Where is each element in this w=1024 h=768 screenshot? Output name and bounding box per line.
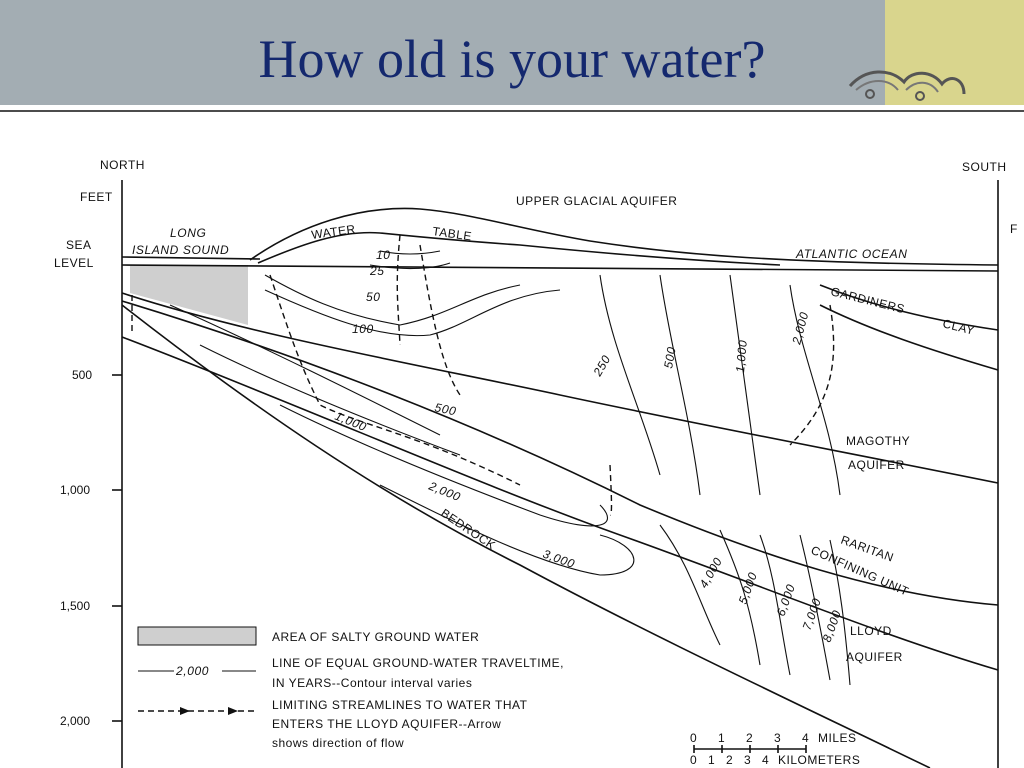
legend-stream-text-1: LIMITING STREAMLINES TO WATER THAT [272,698,528,712]
magothy-top [121,292,999,484]
sea-level-line [121,264,999,272]
svg-text:1: 1 [718,731,725,745]
water-table [257,231,781,266]
south-label: SOUTH [962,160,1007,174]
depth-tick-500: 500 [72,368,92,382]
land-surface [249,207,999,266]
gardiners-label: GARDINERS [829,284,906,316]
bedrock-label: BEDROCK [438,506,498,553]
decorative-scroll-icon [848,70,966,101]
svg-text:MILES: MILES [818,731,857,745]
contour-label: 250 [590,353,614,380]
slide-title: How old is your water? [258,29,766,89]
contour-label: 25 [369,264,385,278]
legend-line-text-2: IN YEARS--Contour interval varies [272,676,472,690]
level-label: LEVEL [54,256,94,270]
atlantic-label: ATLANTIC OCEAN [795,247,908,261]
depth-tick-2000: 2,000 [60,714,90,728]
svg-text:4: 4 [762,753,769,767]
bedrock-surface [121,304,931,768]
long-label: LONG [170,226,206,240]
contour-label: 50 [366,290,381,304]
svg-text:4: 4 [802,731,809,745]
legend-salty-swatch [137,626,257,646]
svg-text:KILOMETERS: KILOMETERS [778,753,860,767]
groundwater-age-diagram: NORTH SOUTH FEET SEA LEVEL F 500 1,000 1… [0,105,1024,768]
contour-label: 8,000 [820,608,844,644]
contour-label: 5,000 [736,570,760,606]
north-label: NORTH [100,158,145,172]
contour-label: 3,000 [541,547,577,571]
lloyd-label: LLOYD [850,624,892,638]
table-label: TABLE [432,224,473,243]
contour-label: 2,000 [426,478,463,504]
svg-text:0: 0 [690,753,697,767]
salty-water-area [130,265,248,325]
magothy-aquifer-label: AQUIFER [848,458,905,472]
svg-text:0: 0 [690,731,697,745]
svg-text:1: 1 [708,753,715,767]
contour-label: 10 [376,248,391,262]
depth-tick-1000: 1,000 [60,483,90,497]
svg-text:3: 3 [774,731,781,745]
contour-label: 100 [352,322,374,336]
water-label: WATER [310,222,356,242]
clay-label: CLAY [941,316,976,337]
legend-stream-text-3: shows direction of flow [272,736,404,750]
upper-glacial-label: UPPER GLACIAL AQUIFER [516,194,677,208]
lloyd-aquifer-label: AQUIFER [846,650,903,664]
svg-text:3: 3 [744,753,751,767]
depth-tick-1500: 1,500 [60,599,90,613]
legend-stream-text-2: ENTERS THE LLOYD AQUIFER--Arrow [272,717,501,731]
feet-label: FEET [80,190,113,204]
svg-text:2: 2 [746,731,753,745]
contour-label: 1,000 [733,339,750,373]
legend-salty-text: AREA OF SALTY GROUND WATER [272,630,479,644]
contour-label: 500 [433,400,457,418]
legend-line-text-1: LINE OF EQUAL GROUND-WATER TRAVELTIME, [272,656,564,670]
island-sound-label: ISLAND SOUND [132,243,229,257]
scale-bar: 0 1 2 3 4 MILES 0 1 2 3 4 KILOMETERS [690,731,860,767]
contour-label: 500 [661,346,679,370]
svg-text:2: 2 [726,753,733,767]
contour-label: 2,000 [789,310,811,346]
edge-f-label: F [1010,222,1018,236]
magothy-label: MAGOTHY [846,434,910,448]
sea-label: SEA [66,238,92,252]
legend-line-sample: 2,000 [175,664,209,678]
raritan-bottom [121,336,999,671]
raritan-top [121,300,999,606]
